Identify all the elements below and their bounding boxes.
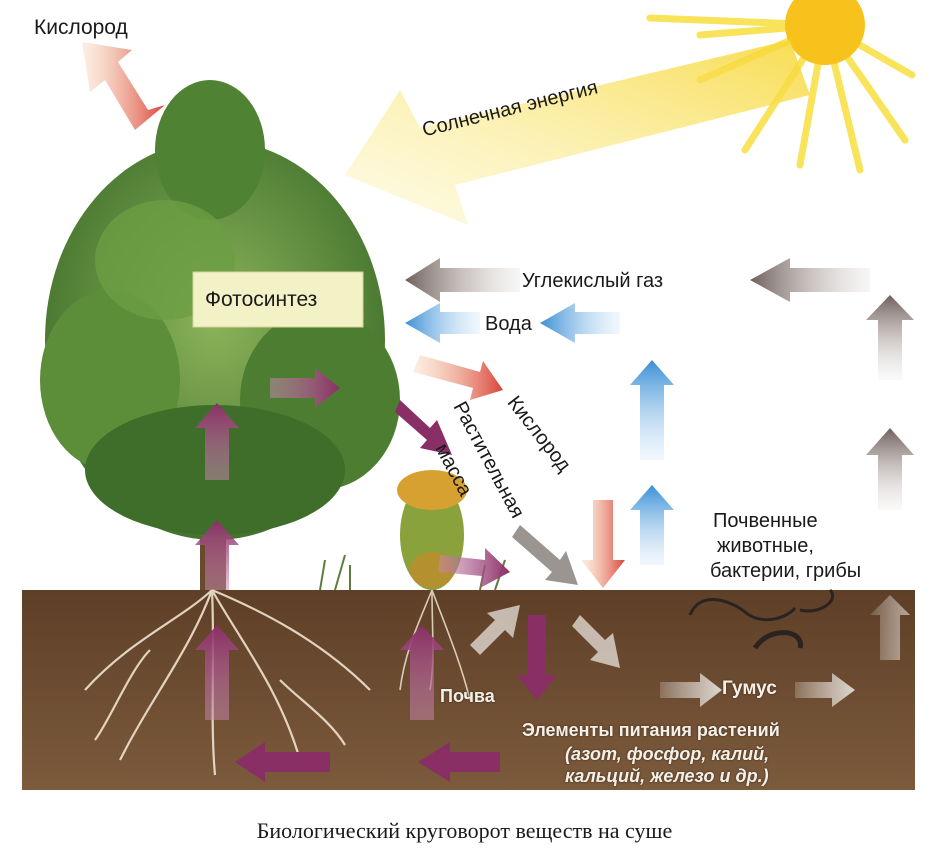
co2-rise-arrow-3 bbox=[870, 595, 910, 660]
worm-icon bbox=[688, 588, 834, 650]
matter-arrows bbox=[195, 368, 557, 782]
co2-arrow-right bbox=[750, 258, 870, 302]
oxygen-top-label: Кислород bbox=[34, 16, 128, 39]
photosynthesis-label: Фотосинтез bbox=[205, 288, 318, 311]
co2-label: Углекислый газ bbox=[522, 270, 664, 292]
water-arrow-right bbox=[540, 303, 620, 343]
nutrients-label-1: Элементы питания растений bbox=[522, 720, 780, 740]
water-arrow bbox=[405, 303, 480, 343]
soil-organisms-label-3: бактерии, грибы bbox=[710, 560, 862, 582]
tree-roots bbox=[84, 588, 371, 776]
diagram-caption: Биологический круговорот веществ на суше bbox=[256, 818, 673, 843]
soil-organisms-label-2: животные, bbox=[717, 535, 814, 557]
soil-label: Почва bbox=[440, 686, 495, 706]
nutrients-label-3: кальций, железо и др.) bbox=[565, 766, 769, 786]
soil-organisms-label-1: Почвенные bbox=[713, 510, 818, 532]
water-rise-arrow-1 bbox=[630, 360, 674, 460]
solar-energy-arrow bbox=[345, 40, 810, 225]
water-label: Вода bbox=[485, 313, 532, 335]
co2-rise-arrow-1 bbox=[866, 295, 914, 380]
nutrients-label-2: (азот, фосфор, калий, bbox=[565, 744, 770, 764]
decomposition-arrows bbox=[470, 605, 620, 668]
humus-label: Гумус bbox=[722, 678, 777, 699]
humus-arrows bbox=[660, 673, 855, 707]
plant-mass-arrow bbox=[512, 525, 578, 585]
oxygen-top-arrow bbox=[82, 42, 165, 130]
sun-icon bbox=[646, 0, 916, 174]
photosynthesis-box bbox=[192, 271, 364, 328]
oxygen-down-arrow bbox=[581, 500, 625, 588]
water-rise-arrow-2 bbox=[630, 485, 674, 565]
oxygen-mid-arrow bbox=[413, 355, 503, 400]
co2-rise-arrow-2 bbox=[866, 428, 914, 510]
co2-arrow bbox=[405, 258, 520, 302]
